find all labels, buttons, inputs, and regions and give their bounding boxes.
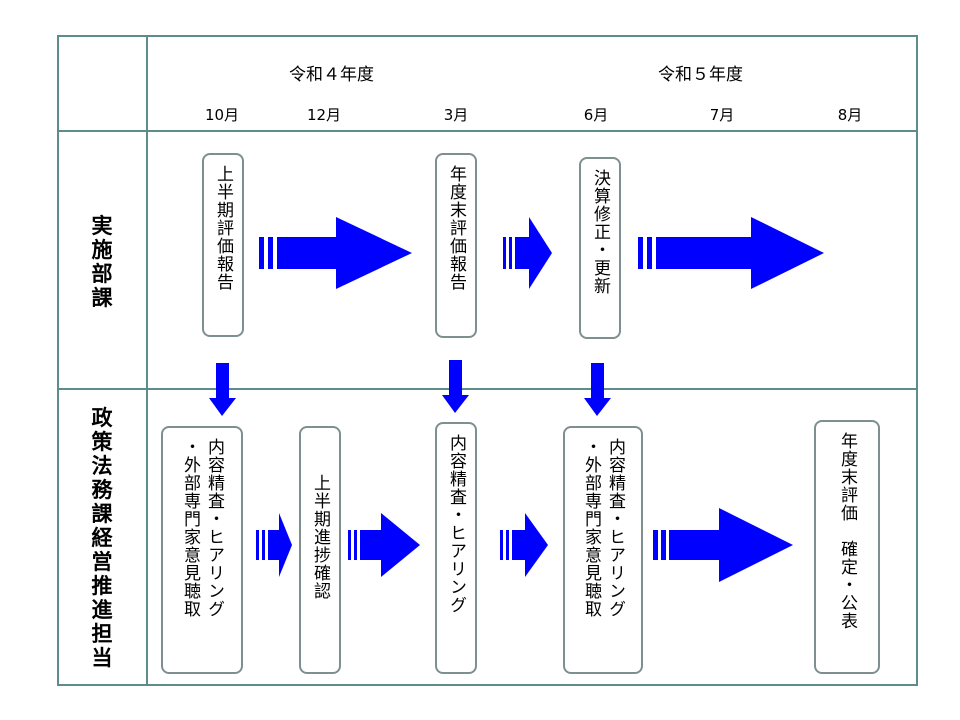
arrow-down-3	[584, 363, 611, 416]
month-july: 7月	[709, 106, 735, 124]
arrow-right-bottom-4	[653, 508, 793, 582]
row-label-char: 当	[91, 646, 113, 670]
row-label-char: 課	[91, 286, 113, 310]
box-first-half-progress-text: 上半期進捗確認	[310, 474, 330, 600]
row-label-char: 政	[91, 406, 113, 430]
box-first-half-report-text: 上半期評価報告	[213, 165, 233, 291]
label-column-divider	[146, 35, 148, 686]
arrow-right-top-3	[638, 217, 824, 289]
box-review-hearing-text: 内容精査・ヒアリング	[446, 434, 466, 614]
arrow-right-bottom-2	[348, 513, 420, 577]
box-year-end-confirm-publish-text: 年度末評価 確定・公表	[837, 432, 857, 630]
box-settlement-update-text: 決算修正・更新	[590, 169, 610, 295]
header-divider	[57, 130, 918, 132]
row-label-policy: 政策法務課経営推進担当	[80, 406, 124, 670]
box-review-hearing-expert-1-text: 内容精査・ヒアリング ・外部専門家意見聴取	[180, 438, 224, 618]
row-label-char: 実	[91, 214, 113, 238]
month-december: 12月	[306, 106, 342, 124]
month-march: 3月	[443, 106, 469, 124]
arrow-right-top-2	[503, 217, 552, 289]
year-label-r5: 令和５年度	[658, 65, 743, 85]
row-label-char: 法	[91, 454, 113, 478]
row-label-char: 施	[91, 238, 113, 262]
schedule-frame	[57, 35, 918, 686]
row-label-char: 部	[91, 262, 113, 286]
row-label-char: 策	[91, 430, 113, 454]
box-year-end-report: 年度末評価報告	[435, 153, 477, 338]
box-settlement-update: 決算修正・更新	[579, 157, 621, 339]
row-label-char: 務	[91, 478, 113, 502]
box-year-end-confirm-publish: 年度末評価 確定・公表	[814, 420, 880, 674]
month-june: 6月	[583, 106, 609, 124]
box-first-half-report: 上半期評価報告	[202, 153, 244, 337]
box-review-hearing: 内容精査・ヒアリング	[435, 422, 477, 674]
row-label-char: 進	[91, 598, 113, 622]
row-label-char: 課	[91, 502, 113, 526]
box-review-hearing-expert-2-text: 内容精査・ヒアリング ・外部専門家意見聴取	[581, 438, 625, 618]
arrow-right-bottom-1	[256, 513, 292, 577]
box-review-hearing-expert-1: 内容精査・ヒアリング ・外部専門家意見聴取	[161, 426, 243, 674]
box-first-half-progress: 上半期進捗確認	[299, 426, 341, 674]
box-year-end-report-text: 年度末評価報告	[446, 165, 466, 291]
arrow-right-bottom-3	[500, 513, 548, 577]
row-label-char: 推	[91, 574, 113, 598]
row-label-char: 担	[91, 622, 113, 646]
box-review-hearing-expert-2: 内容精査・ヒアリング ・外部専門家意見聴取	[563, 426, 643, 674]
row-label-char: 営	[91, 550, 113, 574]
arrow-down-2	[442, 360, 469, 413]
month-october: 10月	[204, 106, 240, 124]
arrow-right-top-1	[259, 217, 412, 289]
row-label-implementing: 実施部課	[80, 214, 124, 310]
month-august: 8月	[837, 106, 863, 124]
year-label-r4: 令和４年度	[289, 65, 374, 85]
arrow-down-1	[209, 363, 236, 416]
row-label-char: 経	[91, 526, 113, 550]
row-divider	[57, 388, 918, 390]
